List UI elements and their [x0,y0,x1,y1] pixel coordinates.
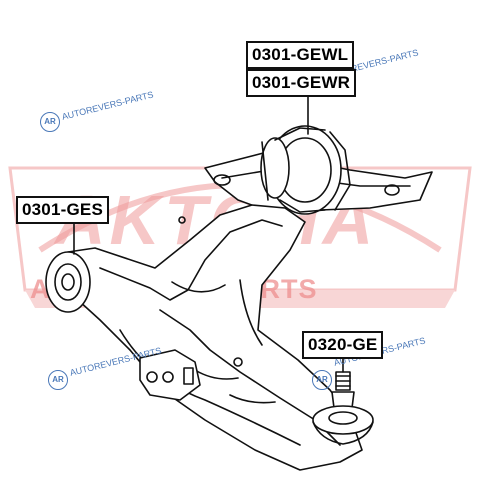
part-label-gewl: 0301-GEWL [246,41,355,69]
watermark-logo-icon: AR [48,370,68,390]
part-label-ges: 0301-GES [16,196,109,224]
watermark-logo-icon: AR [40,112,60,132]
part-label-ge: 0320-GE [302,331,384,359]
watermark-logo-icon: AR [312,370,332,390]
part-label-gewr: 0301-GEWR [246,69,357,97]
